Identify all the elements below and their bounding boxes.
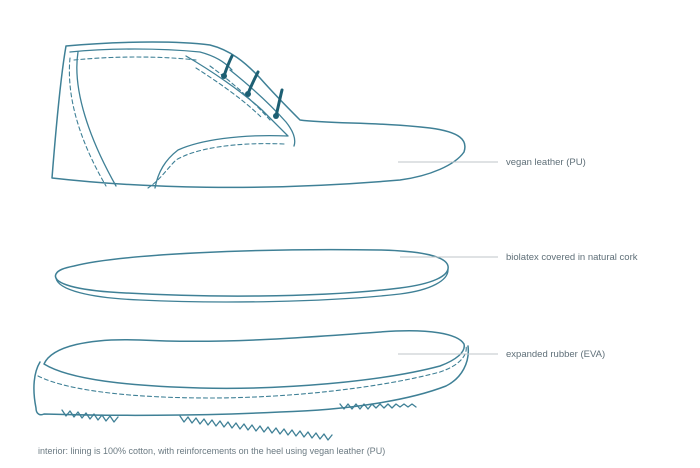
upper-outline [51, 41, 466, 189]
quarter-panel [154, 55, 289, 189]
sole-tread [61, 403, 417, 441]
eyelet-1 [221, 73, 227, 79]
shoe-insole: biolatex covered in natural cork [54, 248, 638, 303]
sole-outline [33, 345, 470, 417]
sole-label: expanded rubber (EVA) [506, 349, 605, 360]
lace-2 [246, 70, 260, 96]
sole-footbed [43, 330, 465, 390]
interior-footnote: interior: lining is 100% cotton, with re… [38, 446, 385, 456]
insole-bottom-edge [55, 269, 449, 303]
upper-collar [69, 48, 233, 71]
lace-3 [274, 88, 284, 118]
eyelet-3 [273, 113, 279, 119]
eyelet-2 [245, 91, 251, 97]
eyestay-stitch [209, 65, 271, 121]
upper-collar-stitch [73, 56, 197, 61]
shoe-sole: expanded rubber (EVA) [33, 330, 605, 441]
heel-seam [76, 51, 117, 187]
eyestay-line [229, 69, 296, 147]
upper-label: vegan leather (PU) [506, 157, 586, 168]
insole-label: biolatex covered in natural cork [506, 252, 638, 263]
shoe-upper: vegan leather (PU) [51, 41, 586, 189]
laces [221, 54, 284, 119]
heel-seam-stitch [68, 57, 107, 187]
insole-top [54, 248, 449, 297]
lace-1 [222, 54, 234, 78]
sole-rim-stitch [37, 345, 467, 399]
quarter-panel-stitch [147, 67, 285, 189]
